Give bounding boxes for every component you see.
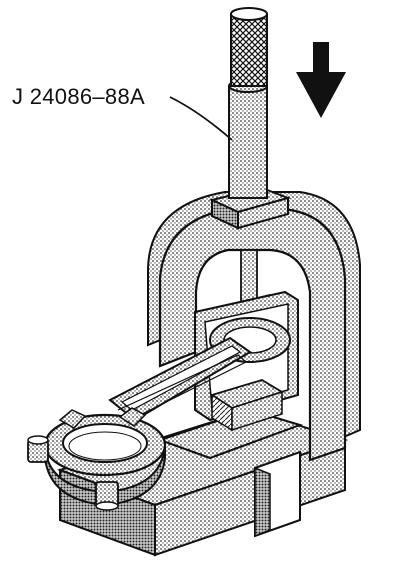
connecting-rod — [108, 336, 252, 422]
arrow-down-icon — [296, 42, 346, 118]
tool-number-label: J 24086–88A — [12, 84, 145, 109]
press-frame — [147, 186, 361, 462]
label-leader-line — [169, 96, 233, 141]
forcing-screw — [225, 7, 285, 332]
rod-big-end — [27, 407, 167, 511]
rod-support-bracket — [194, 290, 299, 432]
